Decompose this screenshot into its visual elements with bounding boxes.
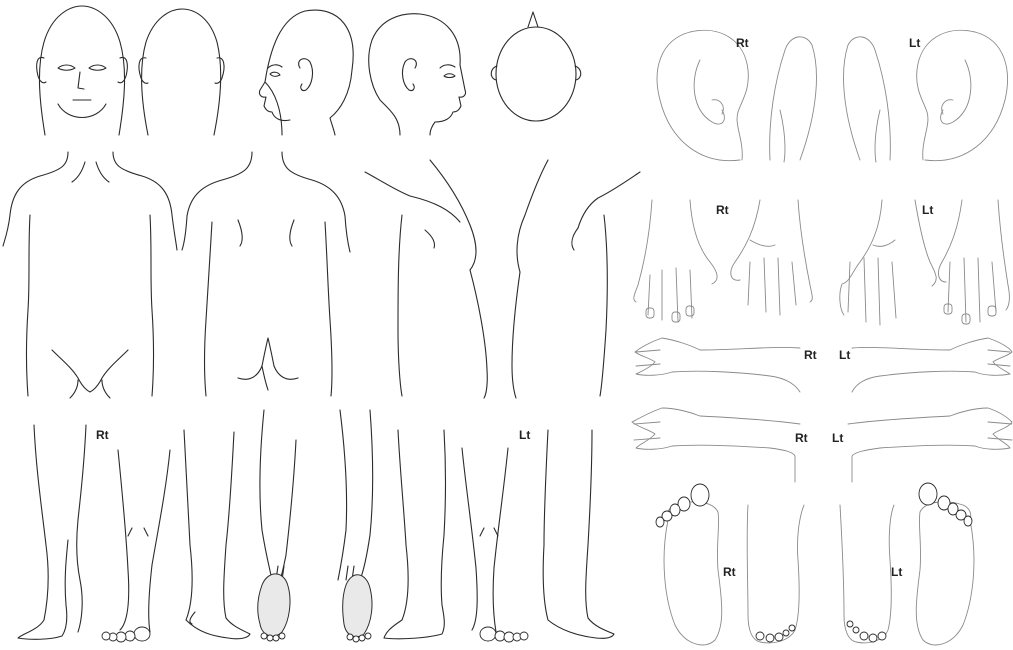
head-front-view bbox=[37, 6, 128, 135]
rt-label-legs: Rt bbox=[96, 428, 109, 442]
legs-front-view bbox=[18, 425, 170, 642]
rt-label-arms-upper: Rt bbox=[804, 348, 817, 362]
legs-back-view bbox=[184, 410, 373, 642]
arms-lower-row-view bbox=[632, 408, 1012, 482]
hands-view bbox=[634, 200, 1009, 325]
head-top-view bbox=[491, 12, 581, 121]
torso-front-view bbox=[3, 152, 177, 398]
lt-label-legs: Lt bbox=[519, 428, 530, 442]
rt-label-ears: Rt bbox=[736, 36, 749, 50]
torso-left-side-view bbox=[512, 160, 640, 398]
feet-view bbox=[656, 483, 974, 645]
lt-label-arms-upper: Lt bbox=[839, 348, 850, 362]
ears-view bbox=[657, 30, 1007, 162]
arms-upper-row-view bbox=[635, 338, 1012, 392]
head-back-view bbox=[139, 9, 224, 135]
torso-right-side-view bbox=[365, 160, 487, 398]
rt-label-arms-lower: Rt bbox=[795, 431, 808, 445]
lt-label-hands: Lt bbox=[922, 203, 933, 217]
lt-label-ears: Lt bbox=[909, 36, 920, 50]
head-right-profile-view bbox=[259, 10, 353, 135]
torso-back-view bbox=[182, 152, 350, 396]
lt-label-arms-lower: Lt bbox=[832, 431, 843, 445]
rt-label-feet: Rt bbox=[723, 565, 736, 579]
legs-left-side-view bbox=[384, 430, 614, 642]
lt-label-feet: Lt bbox=[891, 565, 902, 579]
head-left-profile-view bbox=[369, 14, 466, 135]
rt-label-hands: Rt bbox=[716, 203, 729, 217]
